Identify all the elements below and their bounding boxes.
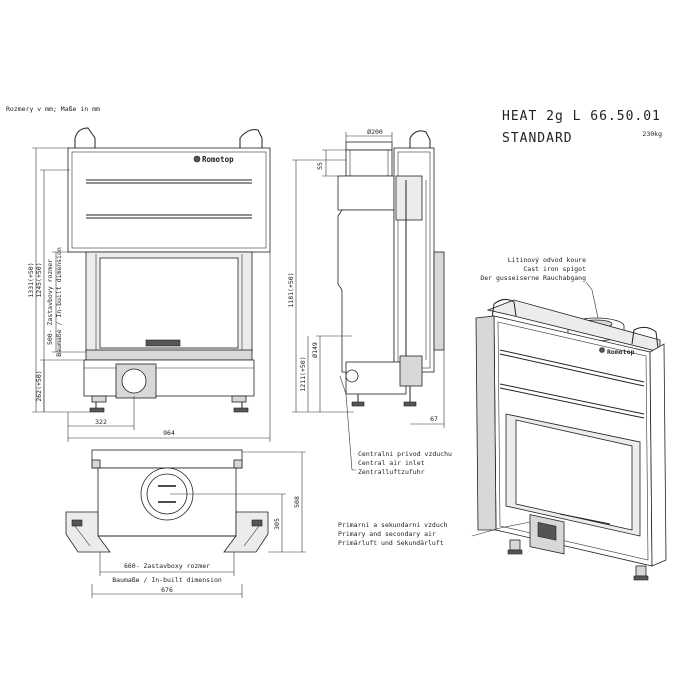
dim-322: 322	[95, 418, 107, 426]
variant-title: STANDARD	[502, 131, 573, 146]
model-title: HEAT 2g L 66.50.01	[502, 109, 661, 124]
dim-508: 508	[293, 496, 301, 508]
dim-1211: 1211(+50)	[299, 356, 307, 391]
label-central-de: Zentralluftzufuhr	[358, 468, 425, 476]
plan-dimensions: 508 305 660- Zastavboxy rozmer Baumaße /…	[91, 451, 306, 598]
weight-label: 230kg	[642, 130, 662, 138]
label-flue-en: Cast iron spigot	[523, 265, 586, 273]
isometric-view: Romotop	[475, 298, 667, 581]
dim-55: 55	[316, 162, 324, 170]
label-primary-de: Primärluft und Sekundärluft	[338, 539, 444, 547]
dim-262: 262(+50)	[35, 370, 43, 401]
label-central-en: Central air inlet	[358, 459, 425, 467]
label-flue-cz: Litinový odvod koure	[508, 256, 586, 264]
dim-67: 67	[430, 415, 438, 423]
dim-964: 964	[163, 429, 175, 437]
dim-676: 676	[161, 586, 173, 594]
dim-660-de: Baumaße / In-built dimension	[112, 576, 222, 584]
label-primary-en: Primary and secondary air	[338, 530, 436, 538]
dim-200: Ø200	[367, 128, 383, 136]
plan-view	[65, 449, 269, 553]
dim-1245: 1245(+50)	[35, 262, 43, 297]
dim-660: 660- Zastavboxy rozmer	[124, 562, 210, 570]
dim-305: 305	[273, 518, 281, 530]
label-central-cz: Centralni privod vzduchu	[358, 450, 452, 458]
dim-500-de: Baumaße / In-built dimension	[55, 247, 63, 357]
side-dimensions: Ø200 55 1181(+50) Ø149 1211(+50) 67	[287, 128, 445, 428]
dim-1331: 1331(+50)	[27, 262, 35, 297]
label-flue-de: Der gusseiserne Rauchabgang	[480, 274, 586, 282]
iso-brand-text: Romotop	[607, 348, 634, 356]
brand-logo-text: Romotop	[202, 155, 234, 164]
front-view: Romotop	[67, 127, 271, 413]
side-view	[337, 130, 445, 407]
dim-500: 500- Zastavbovy rozmer	[46, 259, 54, 345]
brand-logo-icon	[193, 155, 201, 163]
front-dimensions: 1331(+50) 1245(+50) 500- Zastavbovy rozm…	[27, 147, 271, 442]
label-primary-cz: Primarni a sekundarni vzduch	[338, 521, 448, 529]
iso-brand-icon	[599, 347, 605, 353]
dim-1181: 1181(+50)	[287, 272, 295, 307]
dim-149: Ø149	[311, 342, 319, 358]
units-note: Rozmery v mm; Maße in mm	[6, 105, 100, 113]
